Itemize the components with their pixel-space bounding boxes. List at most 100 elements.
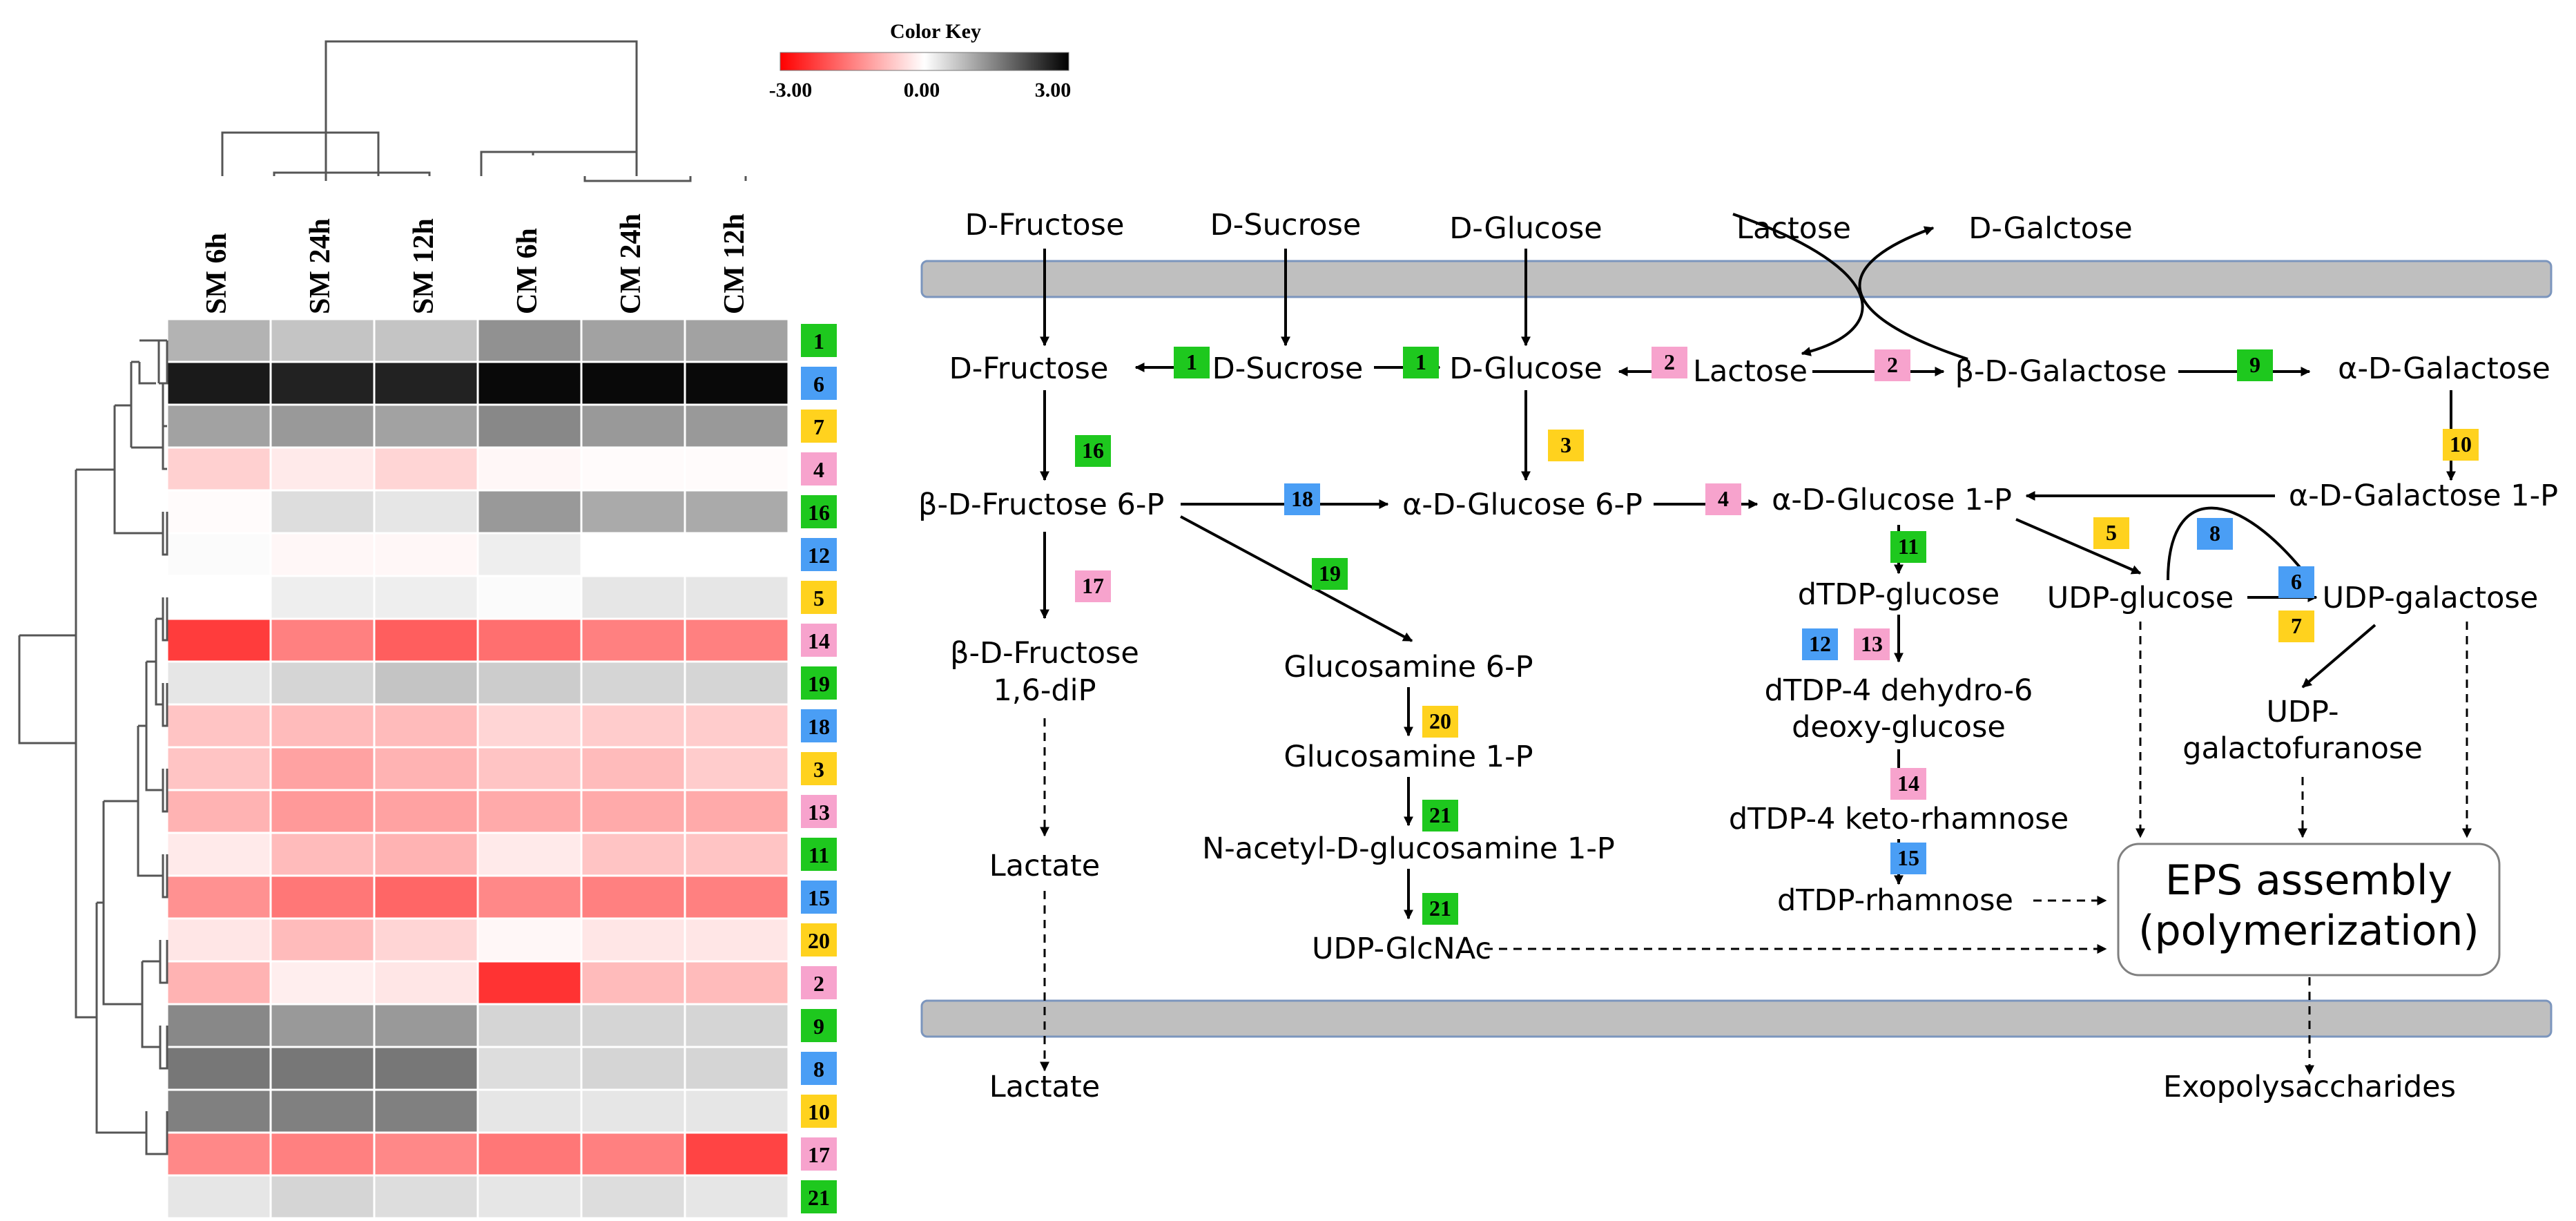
enzyme-badge: 12 bbox=[1802, 628, 1838, 660]
heatmap-cell bbox=[373, 960, 479, 1006]
node-ext-lactose: Lactose bbox=[1736, 211, 1851, 246]
heatmap-row-badge bbox=[801, 495, 837, 528]
column-dendrogram bbox=[221, 40, 692, 182]
node-fructose-16-diP-line1: β-D-Fructose bbox=[950, 636, 1139, 671]
enzyme-badge-label: 16 bbox=[1082, 438, 1104, 463]
node-sucrose: D-Sucrose bbox=[1212, 352, 1364, 386]
enzyme-badge-box bbox=[1705, 483, 1741, 515]
heatmap-cell bbox=[269, 789, 376, 834]
node-glucose-6p: α-D-Glucose 6-P bbox=[1402, 488, 1643, 522]
heatmap-cell bbox=[269, 403, 376, 449]
node-fructose-6p: β-D-Fructose 6-P bbox=[918, 488, 1164, 522]
enzyme-badge: 17 bbox=[1075, 570, 1111, 602]
heatmap-cell bbox=[580, 489, 686, 535]
node-dtdp-glucose: dTDP-glucose bbox=[1798, 577, 1999, 612]
heatmap-row-label: 2 bbox=[801, 966, 837, 999]
heatmap-cell bbox=[373, 1046, 479, 1091]
heatmap-cell bbox=[373, 1088, 479, 1134]
heatmap-row-badge bbox=[801, 1052, 837, 1085]
heatmap-cell bbox=[684, 1088, 790, 1134]
enzyme-badge-box bbox=[1548, 430, 1584, 461]
heatmap-cell bbox=[580, 746, 686, 791]
heatmap-row-badge bbox=[801, 452, 837, 485]
heatmap-cell bbox=[373, 446, 479, 492]
heatmap-cell bbox=[684, 660, 790, 706]
heatmap-cell bbox=[580, 660, 686, 706]
enzyme-badge-box bbox=[1652, 347, 1687, 378]
heatmap-cell bbox=[684, 1046, 790, 1091]
heatmap-cell bbox=[269, 917, 376, 963]
node-udp-galactofuranose-line1: UDP- bbox=[2266, 695, 2338, 729]
heatmap-row-badge bbox=[801, 966, 837, 999]
enzyme-badge: 2 bbox=[1652, 347, 1687, 378]
heatmap-cell bbox=[580, 360, 686, 406]
heatmap-cell bbox=[373, 789, 479, 834]
heatmap-cell bbox=[166, 360, 272, 406]
heatmap-row-badge bbox=[801, 923, 837, 956]
enzyme-badge-label: 21 bbox=[1429, 896, 1451, 921]
node-galactose-1p: α-D-Galactose 1-P bbox=[2289, 479, 2558, 513]
heatmap-cell bbox=[166, 1088, 272, 1134]
enzyme-badge-box bbox=[1174, 347, 1210, 378]
enzyme-badge: 4 bbox=[1705, 483, 1741, 515]
node-ext-glucose: D-Glucose bbox=[1449, 211, 1602, 246]
heatmap-cell bbox=[684, 575, 790, 620]
heatmap-cell bbox=[476, 789, 583, 834]
node-glucosamine-6p: Glucosamine 6-P bbox=[1284, 650, 1533, 684]
enzyme-badge-label: 15 bbox=[1897, 845, 1919, 870]
enzyme-badge-label: 19 bbox=[1319, 561, 1341, 586]
heatmap-row-label: 8 bbox=[801, 1052, 837, 1085]
heatmap-row-badge-label: 20 bbox=[808, 928, 830, 953]
heatmap-cells bbox=[166, 318, 790, 1220]
heatmap-cell bbox=[269, 1003, 376, 1048]
heatmap-cell bbox=[269, 1131, 376, 1177]
enzyme-badge-box bbox=[1875, 349, 1910, 381]
heatmap-cell bbox=[269, 831, 376, 877]
heatmap-cell bbox=[166, 874, 272, 920]
heatmap-row-badge bbox=[801, 881, 837, 914]
heatmap-cell bbox=[580, 403, 686, 449]
heatmap-column-label: CM 12h bbox=[719, 213, 750, 314]
heatmap-cell bbox=[166, 746, 272, 791]
heatmap-cell bbox=[684, 360, 790, 406]
enzyme-badge-box bbox=[2443, 429, 2479, 461]
heatmap-row-badge-label: 14 bbox=[808, 628, 830, 653]
heatmap-row-label: 18 bbox=[801, 709, 837, 742]
heatmap-cell bbox=[684, 831, 790, 877]
heatmap-cell bbox=[373, 318, 479, 363]
heatmap-cell bbox=[684, 617, 790, 663]
enzyme-badge: 2 bbox=[1875, 349, 1910, 381]
node-eps-assembly-line1: EPS assembly bbox=[2165, 856, 2452, 905]
heatmap-cell bbox=[476, 703, 583, 749]
heatmap-row-badge-label: 7 bbox=[813, 414, 824, 439]
heatmap-row-badge bbox=[801, 666, 837, 700]
heatmap-row-badge bbox=[801, 1137, 837, 1171]
enzyme-badge-label: 18 bbox=[1291, 486, 1313, 511]
heatmap-cell bbox=[166, 1174, 272, 1220]
enzyme-badge: 7 bbox=[2278, 610, 2314, 642]
heatmap-row-badge-label: 16 bbox=[808, 500, 830, 525]
node-glucosamine-1p: Glucosamine 1-P bbox=[1284, 740, 1533, 774]
node-fructose: D-Fructose bbox=[949, 352, 1109, 386]
heatmap-cell bbox=[373, 575, 479, 620]
node-udp-glucose: UDP-glucose bbox=[2047, 581, 2234, 615]
enzyme-badge-box bbox=[2278, 566, 2314, 598]
enzyme-badge: 5 bbox=[2093, 517, 2129, 549]
heatmap-cell bbox=[580, 789, 686, 834]
enzyme-badge-label: 20 bbox=[1429, 709, 1451, 733]
enzyme-badge-label: 4 bbox=[1718, 486, 1729, 511]
node-dtdp-keto-rhamnose: dTDP-4 keto-rhamnose bbox=[1729, 802, 2069, 836]
enzyme-badge: 21 bbox=[1422, 800, 1458, 831]
heatmap-cell bbox=[684, 446, 790, 492]
heatmap-row-badge bbox=[801, 624, 837, 657]
heatmap-row-label: 14 bbox=[801, 624, 837, 657]
heatmap-cell bbox=[373, 874, 479, 920]
heatmap-cell bbox=[476, 360, 583, 406]
heatmap-cell bbox=[684, 746, 790, 791]
enzyme-badge-label: 11 bbox=[1898, 534, 1919, 559]
heatmap-cell bbox=[166, 617, 272, 663]
heatmap-cell bbox=[166, 575, 272, 620]
heatmap-row-badge bbox=[801, 1095, 837, 1128]
enzyme-badge-box bbox=[1075, 435, 1111, 467]
